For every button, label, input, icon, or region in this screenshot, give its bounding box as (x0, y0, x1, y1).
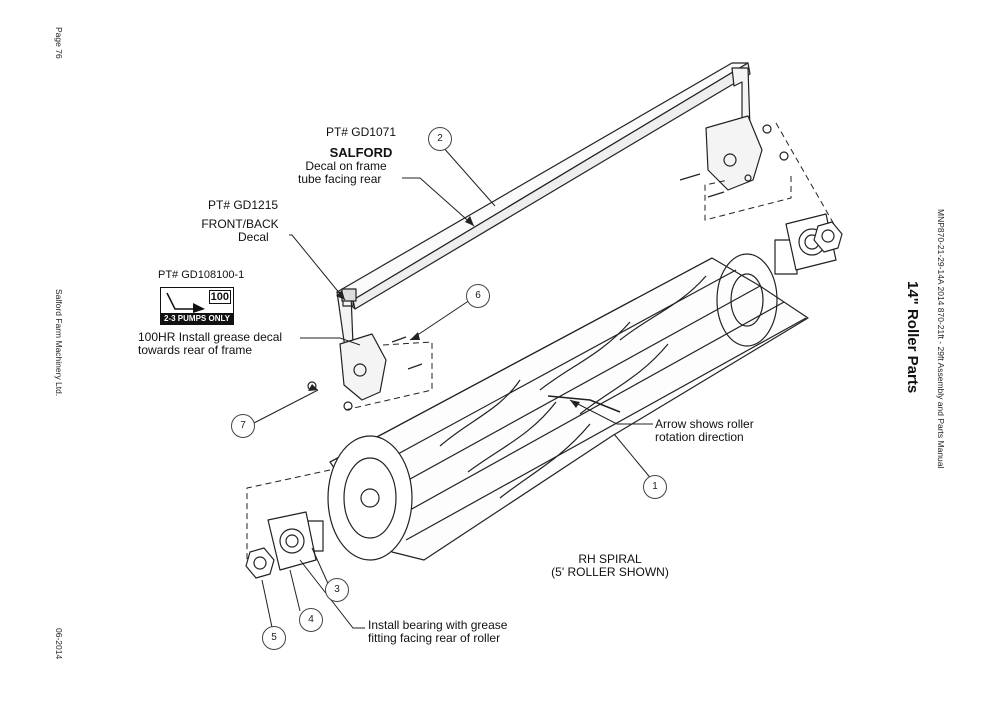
right-bearing-assembly (774, 213, 843, 275)
right-hardware (679, 124, 789, 198)
decal-pumps: 2-3 PUMPS ONLY (161, 313, 233, 324)
bearing-orientation: fitting facing rear of roller (368, 631, 501, 645)
balloon-4: 4 (299, 608, 323, 632)
front-back-label: FRONT/BACK (201, 217, 279, 231)
bearing-instruction: Install bearing with grease (368, 618, 508, 632)
balloon-2: 2 (428, 127, 452, 151)
grease-decal-instruction: 100HR Install grease decal (138, 330, 283, 344)
decal-label: Decal (238, 230, 269, 244)
frame-tube (336, 62, 751, 310)
arrow-rotation-label: Arrow shows roller (655, 417, 754, 431)
pt-gd1071-label: PT# GD1071 (325, 125, 397, 139)
balloon-6: 6 (466, 284, 490, 308)
roller (327, 253, 809, 561)
grease-gun-icon (166, 292, 205, 313)
roller-shown-label: (5' ROLLER SHOWN) (551, 565, 669, 579)
balloon-3: 3 (325, 578, 349, 602)
right-bracket (705, 67, 763, 191)
left-hardware (307, 336, 423, 411)
pt-gd108100-label: PT# GD108100-1 (158, 269, 245, 281)
decal-tube-label: tube facing rear (298, 172, 382, 186)
pt-gd1215-label: PT# GD1215 (208, 198, 279, 212)
salford-label: SALFORD (329, 145, 393, 160)
left-bracket (336, 291, 387, 401)
rotation-direction-label: rotation direction (655, 430, 744, 444)
balloon-1: 1 (643, 475, 667, 499)
left-bearing-assembly (245, 511, 324, 579)
balloon-5: 5 (262, 626, 286, 650)
rh-spiral-label: RH SPIRAL (578, 552, 642, 566)
decal-hours: 100 (208, 290, 231, 304)
grease-decal-image: 100 2-3 PUMPS ONLY (160, 287, 234, 325)
decal-frame-label: Decal on frame (305, 159, 387, 173)
balloon-7: 7 (231, 414, 255, 438)
grease-decal-location: towards rear of frame (138, 343, 253, 357)
